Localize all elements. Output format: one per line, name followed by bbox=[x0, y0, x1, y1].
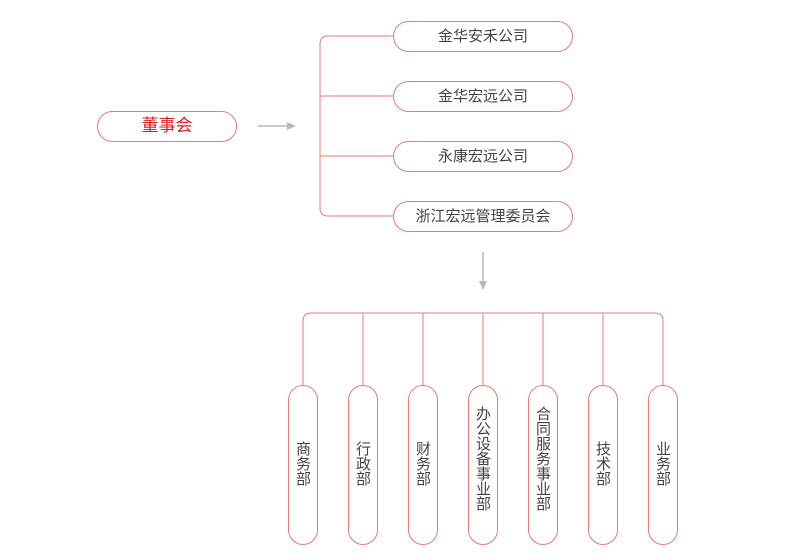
department-label: 技术部 bbox=[594, 441, 612, 486]
department-node-1[interactable]: 商务部 bbox=[288, 385, 318, 545]
company-bracket bbox=[319, 35, 393, 217]
board-node[interactable]: 董事会 bbox=[97, 111, 237, 142]
department-label: 财务部 bbox=[414, 441, 432, 486]
department-label: 商务部 bbox=[294, 441, 312, 486]
department-node-4[interactable]: 办公设备事业部 bbox=[468, 385, 498, 545]
company-label: 金华安禾公司 bbox=[437, 27, 528, 45]
department-label: 业务部 bbox=[654, 441, 672, 486]
department-node-5[interactable]: 合同服务事业部 bbox=[528, 385, 558, 545]
department-label: 办公设备事业部 bbox=[474, 406, 492, 511]
down-arrow bbox=[479, 252, 487, 290]
department-node-3[interactable]: 财务部 bbox=[408, 385, 438, 545]
department-node-2[interactable]: 行政部 bbox=[348, 385, 378, 545]
company-label: 金华宏远公司 bbox=[437, 87, 528, 105]
company-node-3[interactable]: 永康宏远公司 bbox=[393, 141, 573, 172]
board-arrow bbox=[258, 122, 296, 130]
company-label: 永康宏远公司 bbox=[437, 147, 528, 165]
company-node-4[interactable]: 浙江宏远管理委员会 bbox=[393, 201, 573, 232]
company-label: 浙江宏远管理委员会 bbox=[415, 207, 551, 225]
department-label: 合同服务事业部 bbox=[534, 406, 552, 511]
department-label: 行政部 bbox=[354, 441, 372, 486]
department-node-7[interactable]: 业务部 bbox=[648, 385, 678, 545]
department-bracket bbox=[302, 312, 664, 385]
company-node-2[interactable]: 金华宏远公司 bbox=[393, 81, 573, 112]
company-node-1[interactable]: 金华安禾公司 bbox=[393, 21, 573, 52]
department-node-6[interactable]: 技术部 bbox=[588, 385, 618, 545]
board-label: 董事会 bbox=[141, 116, 193, 136]
